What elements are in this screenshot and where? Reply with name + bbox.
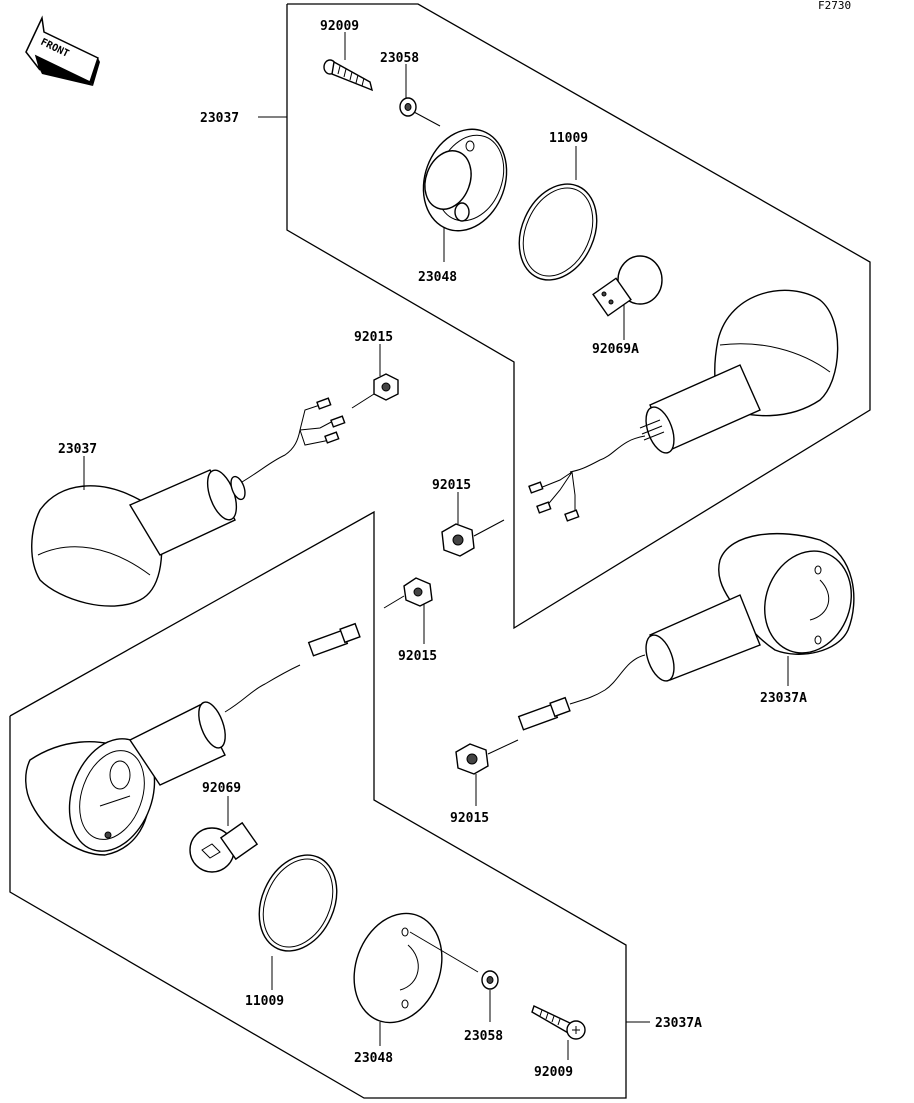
nut-top — [399, 97, 441, 127]
screw-bottom — [531, 1005, 586, 1040]
callout-23058-bottom: 23058 — [464, 1029, 503, 1044]
callout-92069a: 92069A — [592, 342, 639, 357]
bulb-bottom — [189, 821, 259, 873]
nut-92015-b — [441, 519, 505, 557]
callout-92009-bottom: 92009 — [534, 1065, 573, 1080]
callout-11009-top: 11009 — [549, 131, 588, 146]
lens-top — [422, 128, 508, 232]
callout-92009-top: 92009 — [320, 19, 359, 34]
screw-top — [323, 59, 374, 92]
bulb-top — [592, 255, 663, 317]
turn-signal-housing-top-right — [528, 289, 839, 522]
turn-signal-left-lower — [25, 622, 361, 856]
group-outline-top-right — [286, 3, 871, 630]
diagram-ref-code: F2730 — [818, 0, 851, 12]
ring-bottom — [258, 854, 338, 952]
callout-23048-bottom: 23048 — [354, 1051, 393, 1066]
lens-bottom — [353, 912, 479, 1024]
leader-lines — [83, 32, 789, 1060]
callout-23058-top: 23058 — [380, 51, 419, 66]
callout-92015-d: 92015 — [450, 811, 489, 826]
callout-11009-bottom: 11009 — [245, 994, 284, 1009]
callout-92015-c: 92015 — [398, 649, 437, 664]
callout-92015-a: 92015 — [354, 330, 393, 345]
callout-23037-left: 23037 — [58, 442, 97, 457]
callout-23048-top: 23048 — [418, 270, 457, 285]
callout-23037a-bottom: 23037A — [655, 1016, 702, 1031]
callout-92015-b: 92015 — [432, 478, 471, 493]
callout-23037-top: 23037 — [200, 111, 239, 126]
nut-92015-d — [455, 739, 519, 775]
front-arrow-icon: FRONT — [25, 15, 100, 86]
ring-top — [518, 183, 598, 281]
turn-signal-right-lower — [517, 532, 855, 731]
nut-bottom — [481, 970, 499, 990]
nut-92015-c — [383, 577, 433, 609]
nut-92015-a — [351, 373, 399, 409]
callout-23037a-right: 23037A — [760, 691, 807, 706]
callout-92069: 92069 — [202, 781, 241, 796]
turn-signal-left-upper — [31, 397, 346, 607]
